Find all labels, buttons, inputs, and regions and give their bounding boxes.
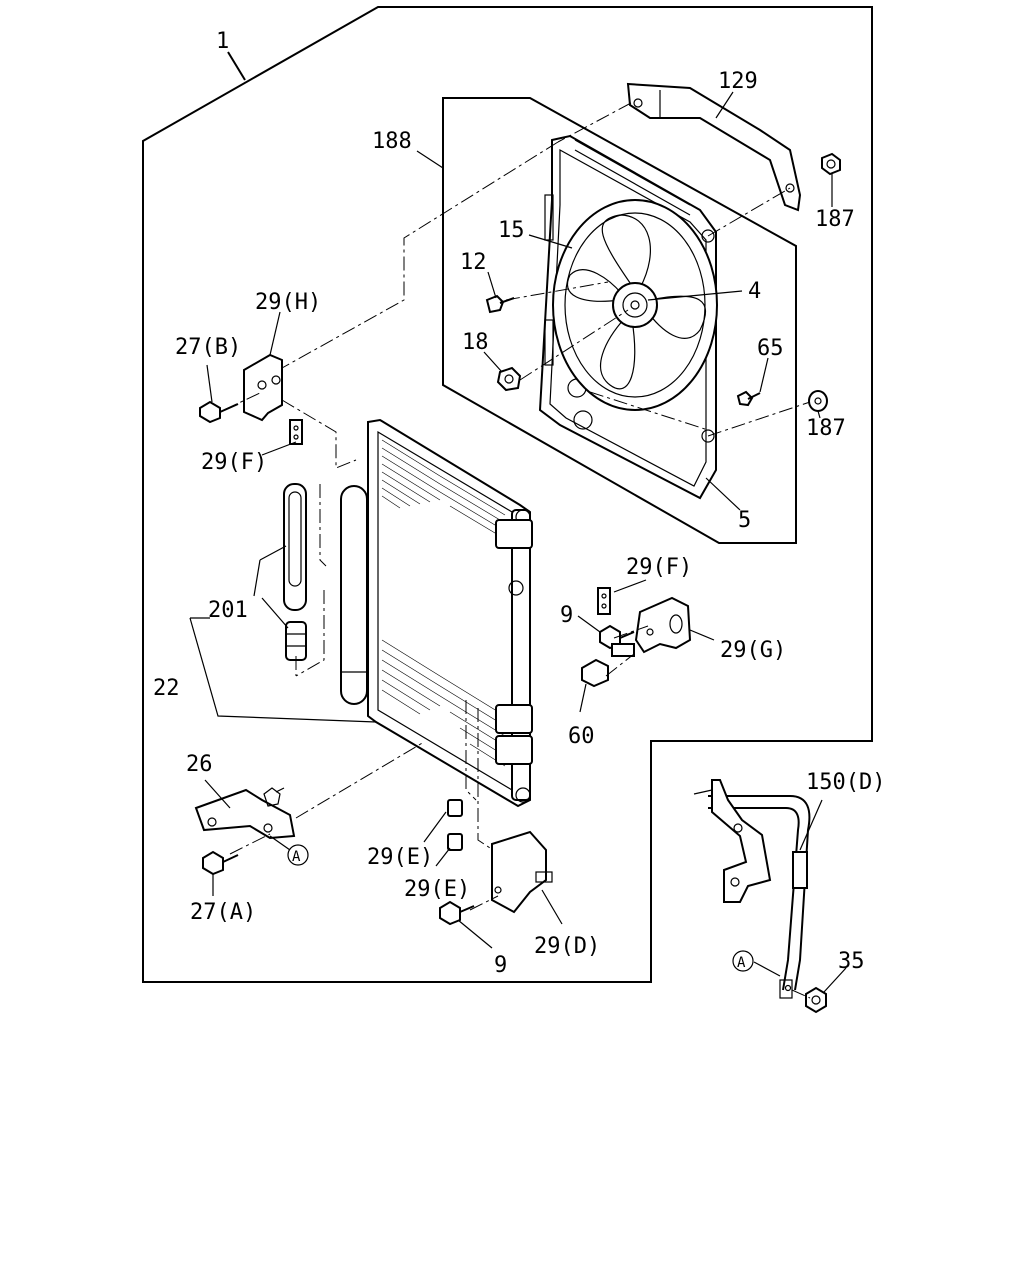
nut-18 bbox=[496, 366, 522, 392]
callout-201: 201 bbox=[208, 598, 248, 623]
callout-188: 188 bbox=[372, 129, 412, 154]
callout-29e-lower: 29(E) bbox=[404, 877, 470, 902]
callout-187-top: 187 bbox=[815, 207, 855, 232]
callout-65: 65 bbox=[757, 336, 784, 361]
callout-129: 129 bbox=[718, 69, 758, 94]
connector-60 bbox=[581, 643, 635, 688]
fan-shroud-boundary bbox=[442, 97, 797, 544]
callout-9-upper: 9 bbox=[560, 603, 573, 628]
desiccant-bag bbox=[283, 483, 307, 611]
callout-29h: 29(H) bbox=[255, 290, 321, 315]
callout-12: 12 bbox=[460, 250, 487, 275]
upper-bracket bbox=[626, 82, 802, 212]
callout-a-left: A bbox=[292, 849, 301, 865]
callout-27b: 27(B) bbox=[175, 335, 241, 360]
callout-15: 15 bbox=[498, 218, 525, 243]
callout-1: 1 bbox=[216, 29, 229, 54]
bracket-29h bbox=[243, 353, 283, 422]
callout-18: 18 bbox=[462, 330, 489, 355]
clip-29e-upper bbox=[447, 799, 463, 817]
callout-9-lower: 9 bbox=[494, 953, 507, 978]
clip-29e-lower bbox=[447, 833, 463, 851]
callout-22: 22 bbox=[153, 676, 180, 701]
assembly-boundary bbox=[142, 6, 873, 983]
nut-187-top bbox=[821, 152, 841, 176]
bracket-26 bbox=[194, 787, 296, 840]
callout-29g: 29(G) bbox=[720, 638, 786, 663]
clip-29f-upper bbox=[289, 419, 303, 445]
alignment-lines bbox=[223, 102, 811, 999]
bolt-27a bbox=[202, 850, 239, 876]
callout-150d: 150(D) bbox=[806, 770, 885, 795]
receiver-drier bbox=[340, 485, 368, 705]
bolt-12 bbox=[485, 294, 515, 314]
pipe-150d bbox=[693, 779, 811, 999]
circle-ref-a-left bbox=[287, 844, 309, 866]
callout-187-right: 187 bbox=[806, 416, 846, 441]
bracket-29d bbox=[491, 830, 553, 914]
callout-60: 60 bbox=[568, 724, 595, 749]
fan-motor bbox=[612, 282, 658, 328]
circle-ref-a-right bbox=[732, 950, 754, 972]
bolt-65 bbox=[736, 390, 761, 407]
callout-5: 5 bbox=[738, 508, 751, 533]
callout-35: 35 bbox=[838, 949, 865, 974]
washer-187-right bbox=[808, 390, 828, 412]
callout-29f-upper: 29(F) bbox=[201, 450, 267, 475]
callout-a-right: A bbox=[737, 955, 746, 971]
callout-29e-upper: 29(E) bbox=[367, 845, 433, 870]
callout-27a: 27(A) bbox=[190, 900, 256, 925]
bracket-29g bbox=[634, 596, 692, 654]
leader-lines bbox=[189, 51, 847, 993]
callout-26: 26 bbox=[186, 752, 213, 777]
drier-plug bbox=[285, 621, 307, 661]
bolt-27b bbox=[199, 400, 239, 424]
bolt-9-lower bbox=[439, 900, 475, 926]
callout-29f-lower: 29(F) bbox=[626, 555, 692, 580]
nut-35 bbox=[805, 986, 827, 1014]
callout-4: 4 bbox=[748, 279, 761, 304]
condenser-core bbox=[367, 418, 533, 808]
clip-29f-lower bbox=[597, 587, 611, 615]
callout-29d: 29(D) bbox=[534, 934, 600, 959]
